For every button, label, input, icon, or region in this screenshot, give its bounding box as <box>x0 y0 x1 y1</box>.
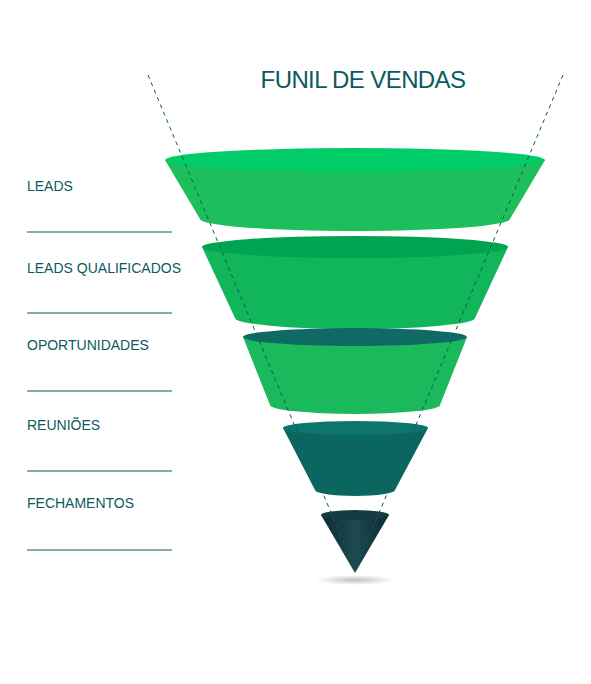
stage-label: LEADS QUALIFICADOS <box>27 260 181 276</box>
stage-label: LEADS <box>27 178 73 194</box>
underline <box>27 313 172 314</box>
band-top <box>243 328 467 346</box>
diagram-title: FUNIL DE VENDAS <box>261 66 466 94</box>
stage-label: OPORTUNIDADES <box>27 337 149 353</box>
band-top <box>165 148 545 172</box>
guide-lines <box>148 75 563 570</box>
stage-label: FECHAMENTOS <box>27 495 134 511</box>
label-underlines <box>27 232 172 550</box>
underline <box>27 232 172 233</box>
band-top <box>202 236 508 258</box>
stage-label: REUNIÕES <box>27 417 100 433</box>
underline <box>27 471 172 472</box>
tip-shadow <box>315 575 395 585</box>
funnel-band <box>243 337 467 414</box>
band-top <box>283 421 428 435</box>
underline <box>27 550 172 551</box>
guide-line <box>148 75 355 570</box>
guide-line <box>355 75 563 570</box>
funnel-band <box>283 428 428 496</box>
band-top <box>321 510 389 520</box>
underline <box>27 391 172 392</box>
funnel-band <box>202 247 508 329</box>
funnel-tip <box>321 515 389 573</box>
